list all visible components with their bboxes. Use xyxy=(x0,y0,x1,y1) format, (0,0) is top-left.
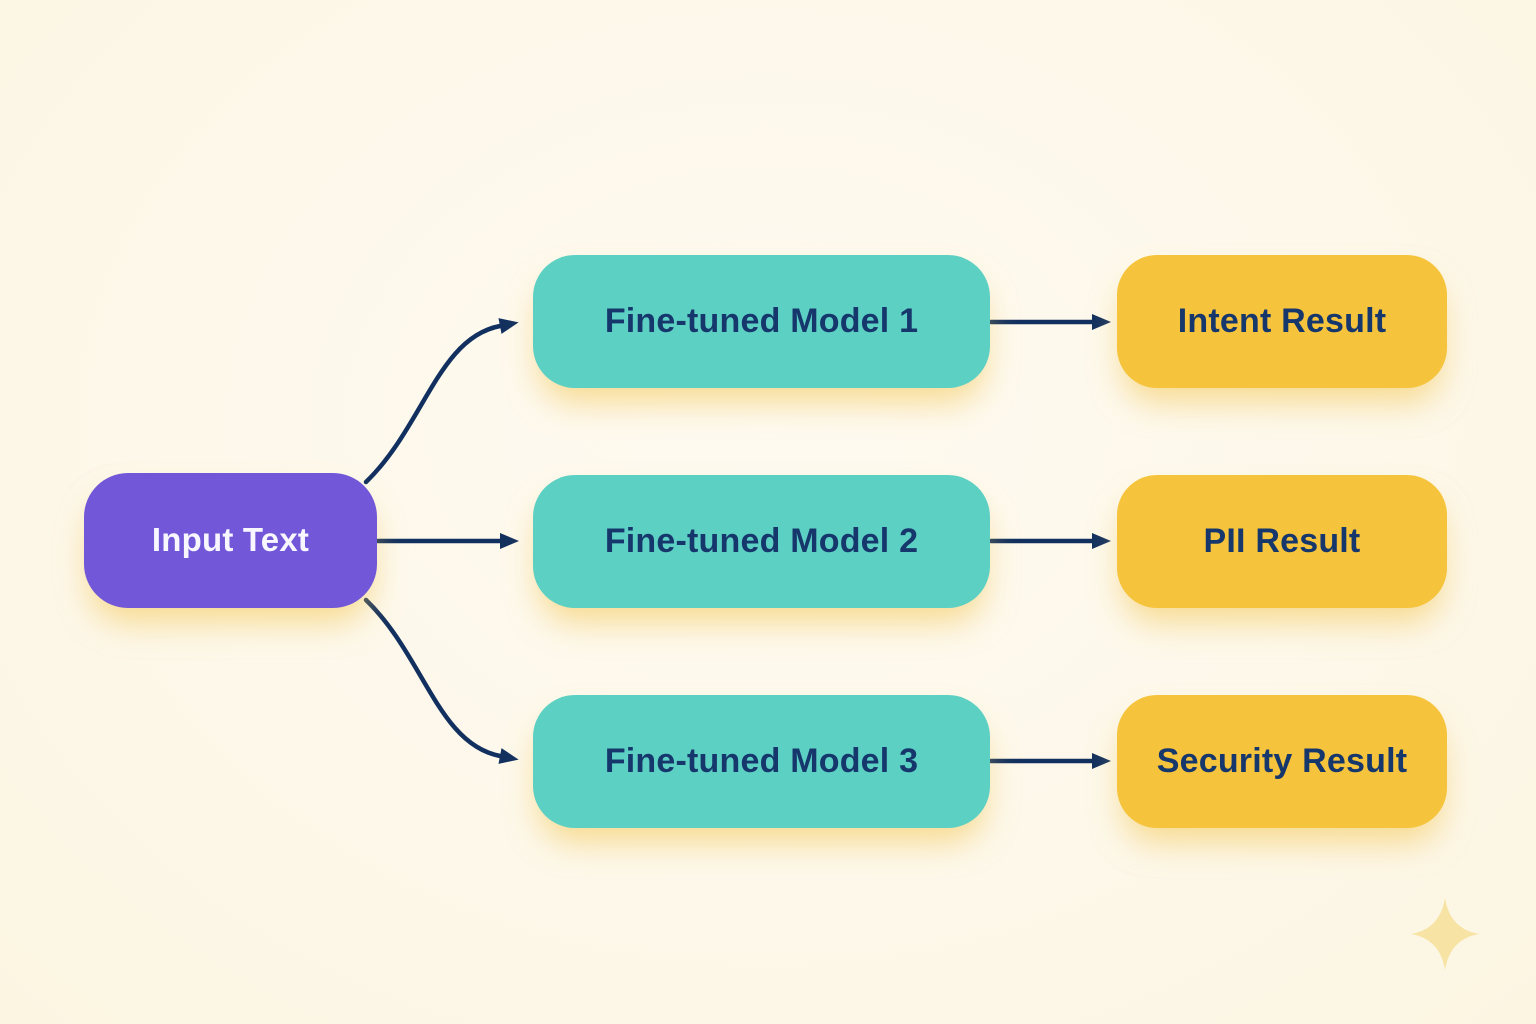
fine-tuned-model-2-label: Fine-tuned Model 2 xyxy=(604,521,919,560)
security-result-node: Security Result xyxy=(1117,695,1447,828)
fine-tuned-model-1-node: Fine-tuned Model 1 xyxy=(533,255,990,388)
intent-result-label: Intent Result xyxy=(1177,301,1387,340)
pii-result-node: PII Result xyxy=(1117,475,1447,608)
input-text-node: Input Text xyxy=(84,473,377,608)
edge-input-to-model3 xyxy=(363,597,519,764)
security-result-label: Security Result xyxy=(1156,741,1408,780)
edge-input-to-model1 xyxy=(363,318,519,485)
pii-result-label: PII Result xyxy=(1203,521,1361,560)
fine-tuned-model-1-label: Fine-tuned Model 1 xyxy=(604,301,919,340)
fine-tuned-model-2-node: Fine-tuned Model 2 xyxy=(533,475,990,608)
sparkle-icon xyxy=(1411,898,1479,970)
intent-result-node: Intent Result xyxy=(1117,255,1447,388)
input-text-label: Input Text xyxy=(151,521,310,559)
fine-tuned-model-3-node: Fine-tuned Model 3 xyxy=(533,695,990,828)
fine-tuned-model-3-label: Fine-tuned Model 3 xyxy=(604,741,919,780)
